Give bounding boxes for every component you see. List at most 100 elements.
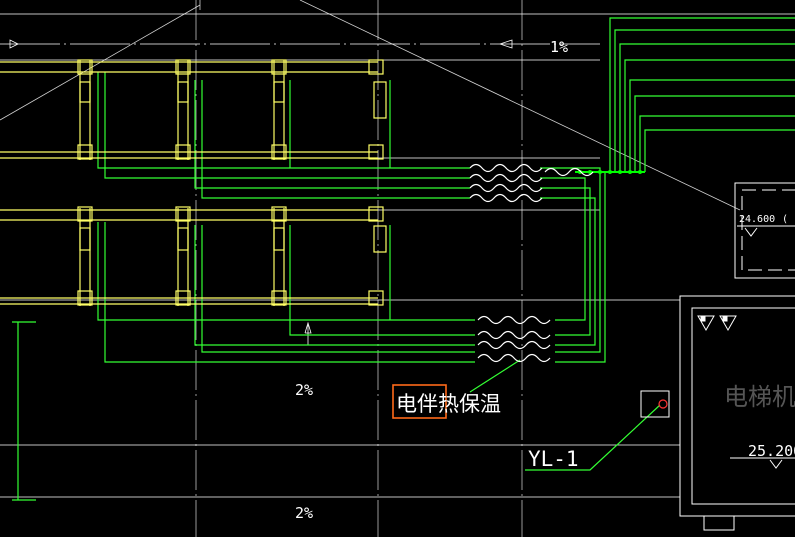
- pipe-bundle-2: [614, 29, 795, 172]
- elevation-lower-label: 25.200: [748, 442, 795, 460]
- column-inner: [177, 227, 189, 251]
- pipe-bundle-3: [619, 43, 795, 172]
- pipe-bundle-6: [634, 95, 795, 172]
- slope-arrow-left-icon: [9, 39, 19, 49]
- column-inner: [273, 227, 285, 251]
- pipe-lower-b: [104, 222, 475, 363]
- pipe-lower-d: [201, 225, 475, 353]
- vent-mark-icon: [722, 316, 728, 322]
- pipe-upper-a: [97, 72, 470, 169]
- column-box: [175, 290, 191, 306]
- elevation-upper-suffix: (: [782, 214, 788, 225]
- column-box: [175, 144, 191, 160]
- heat-trace-wave-icon: [477, 340, 551, 350]
- heat-trace-label-highlight[interactable]: 电伴热: [396, 392, 459, 416]
- elevation-upper-label: 24.600: [739, 214, 775, 225]
- elevator-room: [679, 295, 795, 531]
- collector-dots: [575, 170, 645, 174]
- slope-arrow-head-icon: [304, 321, 312, 334]
- elevation-triangle-icon: [744, 227, 758, 237]
- elevation-box-inner: [741, 189, 795, 271]
- slope-arrows: [9, 39, 513, 345]
- pipe-bundle-1: [609, 17, 795, 172]
- diagonal-line-right: [299, 0, 741, 211]
- collector-dot: [588, 170, 592, 174]
- column-inner: [79, 81, 91, 103]
- column-box: [175, 206, 191, 222]
- slope-label-mid: 2%: [295, 381, 313, 399]
- yellow-structure-lower: [0, 206, 387, 306]
- column-box: [271, 144, 287, 160]
- heat-trace-label-rest[interactable]: 保温: [459, 392, 501, 416]
- pipe-collector-1: [540, 177, 586, 321]
- yellow-structure-upper: [0, 59, 387, 160]
- pipe-collector-5: [555, 172, 606, 363]
- vent-triangle-icon: [697, 315, 715, 332]
- pipe-bundle-4: [624, 59, 795, 172]
- column-box: [368, 206, 384, 222]
- elevator-room-outer: [679, 295, 795, 517]
- heat-trace-wave-icon: [469, 183, 543, 193]
- column-box: [77, 144, 93, 160]
- vertical-grid: [195, 0, 523, 537]
- vent-mark-icon: [700, 316, 706, 322]
- column-inner: [79, 227, 91, 251]
- column-inner: [373, 225, 387, 253]
- column-inner: [177, 81, 189, 103]
- reference-lines: [0, 13, 795, 498]
- elevator-room-stub: [703, 515, 735, 531]
- selection-highlight-box[interactable]: [392, 384, 447, 419]
- column-box: [77, 206, 93, 222]
- riser-symbol[interactable]: [640, 390, 670, 418]
- pipe-collector-2: [540, 187, 591, 336]
- column-inner: [273, 81, 285, 103]
- heat-trace-wave-icon: [469, 173, 543, 183]
- elevation-box-upper: [734, 182, 795, 279]
- heat-trace-wave-icon: [469, 193, 543, 203]
- slope-label-top: 1%: [550, 38, 568, 56]
- collector-dot: [598, 170, 602, 174]
- pipe-lower-c: [194, 225, 475, 346]
- column-box: [271, 206, 287, 222]
- column-box: [368, 290, 384, 306]
- vent-triangle-icon: [719, 315, 737, 332]
- riser-pipe-icon[interactable]: [658, 399, 668, 409]
- pipe-upper-c: [194, 80, 470, 189]
- heat-trace-wave-icon: [544, 167, 594, 177]
- pipe-collector-3: [540, 197, 596, 346]
- collector-dot: [608, 170, 612, 174]
- heat-trace-wave-icon: [477, 353, 551, 363]
- heat-trace-waves: [469, 163, 594, 363]
- elevator-room-inner: [691, 307, 795, 505]
- column-box: [271, 290, 287, 306]
- heat-trace-wave-icon: [477, 330, 551, 340]
- elevator-room-label: 电梯机房: [724, 383, 795, 411]
- collector-dot: [638, 170, 642, 174]
- dimension-label: 2300: [0, 410, 2, 446]
- elevation-lower-triangle-icon: [769, 459, 783, 469]
- riser-label[interactable]: YL-1: [528, 447, 579, 471]
- heat-trace-wave-icon: [469, 163, 543, 173]
- pipe-collector-4: [540, 167, 601, 353]
- riser-box[interactable]: [640, 390, 670, 418]
- column-box: [368, 59, 384, 75]
- green-pipe-network: [12, 17, 795, 501]
- column-box: [77, 59, 93, 75]
- pipe-lower-a: [97, 222, 475, 321]
- column-inner: [373, 81, 387, 119]
- slope-arrow-top-icon: [499, 39, 513, 49]
- riser-leader: [525, 404, 661, 471]
- pipe-bundle-5: [629, 79, 795, 172]
- column-box: [271, 59, 287, 75]
- heat-trace-leader: [469, 359, 521, 393]
- column-box: [368, 144, 384, 160]
- elevation-box-frame: [734, 182, 795, 279]
- heat-trace-label[interactable]: 电伴热保温: [396, 392, 501, 416]
- pipe-upper-b: [104, 72, 470, 179]
- column-box: [175, 59, 191, 75]
- column-box: [77, 290, 93, 306]
- slope-label-bottom: 2%: [295, 504, 313, 522]
- heat-trace-wave-icon: [477, 315, 551, 325]
- pipe-bundle-7: [639, 115, 795, 172]
